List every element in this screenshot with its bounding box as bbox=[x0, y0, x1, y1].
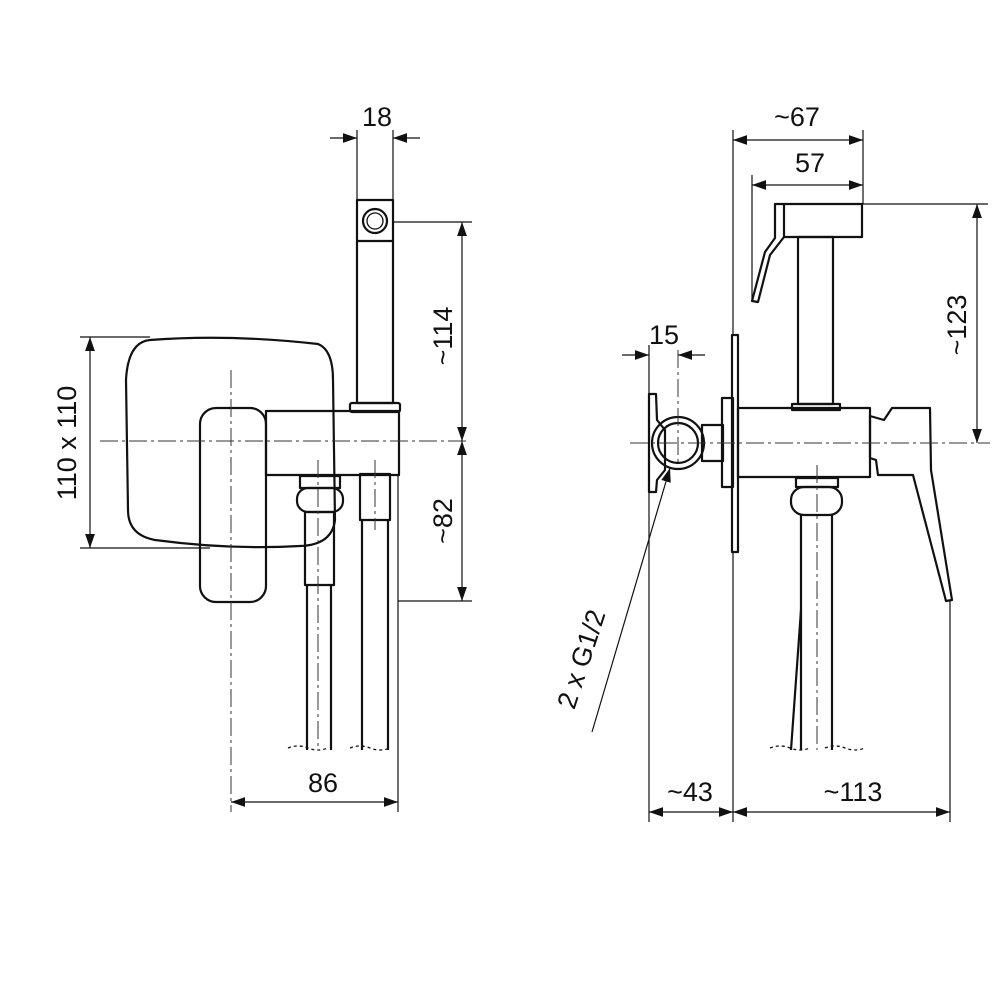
dim-114-label: ~114 bbox=[428, 307, 458, 366]
shower-head-side bbox=[750, 202, 864, 304]
dim-86-label: 86 bbox=[308, 768, 338, 798]
dim-123-label: ~123 bbox=[942, 295, 972, 356]
dim-82-label: ~82 bbox=[428, 498, 458, 544]
side-water-connection bbox=[789, 476, 844, 751]
front-view: 18 ~114 ~82 110 x 110 86 bbox=[52, 102, 472, 812]
side-shower-handle bbox=[796, 235, 835, 406]
spray-nozzle-icon bbox=[361, 207, 389, 235]
side-collar bbox=[790, 402, 842, 412]
dim-15-label: 15 bbox=[649, 320, 679, 350]
dim-67-label: ~67 bbox=[774, 102, 820, 132]
hand-shower bbox=[355, 198, 395, 405]
dim-plate-label: 110 x 110 bbox=[52, 386, 82, 501]
dim-43-label: ~43 bbox=[667, 777, 713, 807]
dim-113-label: ~113 bbox=[824, 777, 883, 807]
water-connection-left bbox=[295, 474, 345, 750]
mixer-lever bbox=[198, 406, 268, 604]
dim-57-label: 57 bbox=[795, 148, 825, 178]
side-lever bbox=[868, 406, 954, 603]
spray-nozzle-inner bbox=[366, 212, 384, 230]
side-view: ~67 57 15 ~123 ~43 ~113 2 x G1/2 bbox=[551, 102, 990, 822]
shower-hose bbox=[358, 472, 392, 750]
dim-18-label: 18 bbox=[362, 102, 392, 132]
wall-plate bbox=[124, 336, 337, 549]
